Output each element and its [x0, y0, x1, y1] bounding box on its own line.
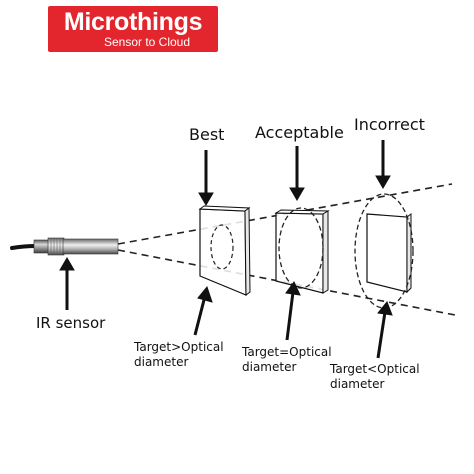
optical-spot-acceptable	[278, 207, 324, 289]
target-best	[198, 205, 251, 296]
target-acceptable	[274, 207, 330, 294]
optical-spot-best	[210, 224, 234, 270]
arrow-incorrect	[375, 140, 391, 189]
label-ir-sensor: IR sensor	[36, 314, 106, 332]
label-acceptable: Acceptable	[255, 123, 344, 142]
caption-best: Target>Optical diameter	[134, 340, 224, 370]
arrow-caption-best	[193, 285, 213, 336]
target-incorrect	[354, 193, 414, 309]
optical-spot-incorrect	[354, 193, 414, 309]
arrow-caption-acceptable	[285, 281, 301, 341]
caption-incorrect-line1: Target<Optical	[330, 362, 420, 376]
arrow-best	[198, 150, 214, 206]
brand-logo: Microthings Sensor to Cloud	[48, 6, 218, 52]
caption-best-line1: Target>Optical	[134, 340, 224, 354]
sensor-cable	[10, 244, 38, 250]
arrow-caption-incorrect	[376, 301, 393, 359]
caption-incorrect: Target<Optical diameter	[330, 362, 420, 392]
label-incorrect: Incorrect	[354, 115, 425, 134]
caption-acceptable-line1: Target=Optical	[242, 345, 332, 359]
caption-acceptable: Target=Optical diameter	[242, 345, 332, 375]
logo-tagline: Sensor to Cloud	[103, 35, 191, 49]
arrow-acceptable	[289, 146, 305, 201]
ir-sensor-body	[33, 237, 119, 256]
logo-brand-name: Microthings	[63, 8, 203, 36]
label-best: Best	[189, 125, 225, 144]
caption-best-line2: diameter	[134, 355, 189, 369]
caption-incorrect-line2: diameter	[330, 377, 385, 391]
arrow-ir-sensor	[59, 257, 75, 310]
caption-acceptable-line2: diameter	[242, 360, 297, 374]
